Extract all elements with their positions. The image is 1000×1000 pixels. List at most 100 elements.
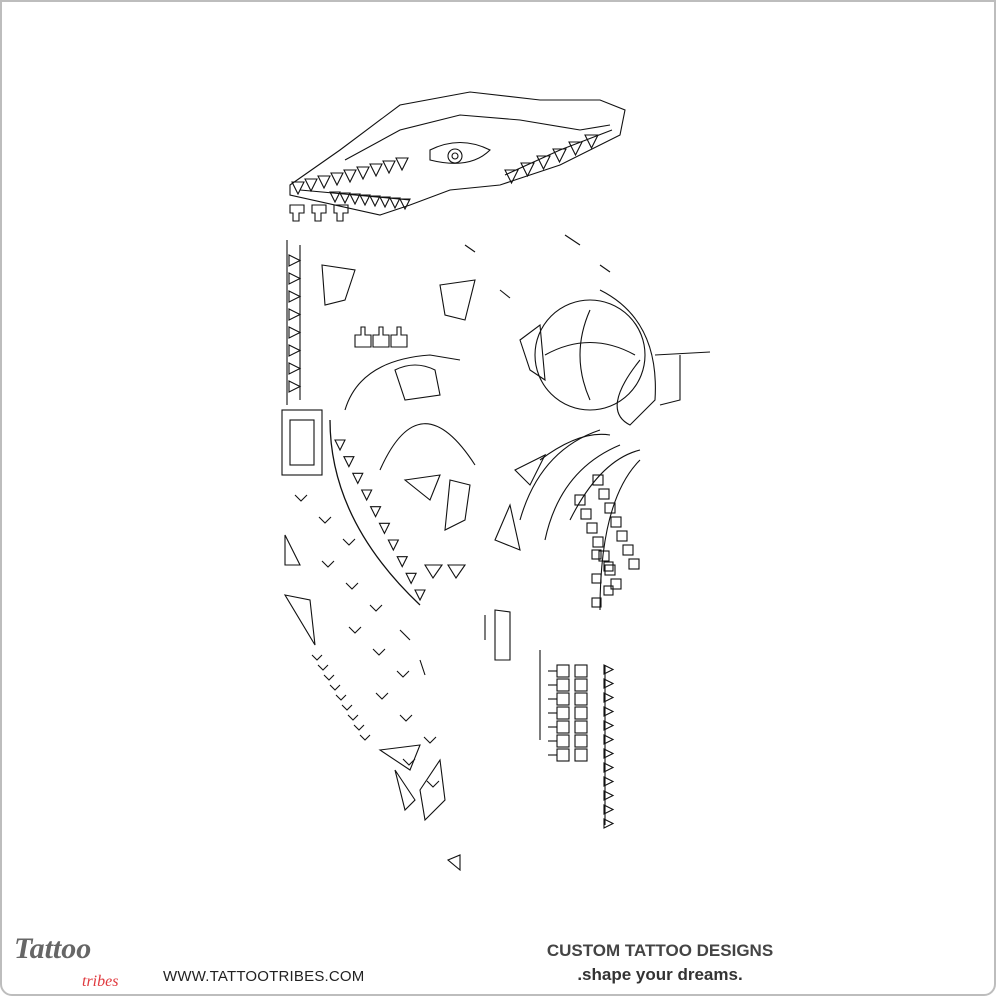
tattoo-motif: [294, 494, 308, 502]
tattoo-motif: [405, 572, 418, 585]
tattoo-motif: [603, 804, 615, 815]
tattoo-motif: [604, 564, 616, 576]
tattoo-motif: [304, 178, 318, 193]
tattoo-motif: [426, 780, 440, 788]
tattoo-motif: [591, 549, 602, 560]
tattoo-motif: [329, 684, 341, 691]
tattoo-motif: [536, 155, 551, 171]
tattoo-motif: [369, 195, 381, 208]
tattoo-motif: [369, 163, 383, 178]
tattoo-motif: [333, 204, 349, 222]
tattoo-motif: [564, 234, 581, 246]
website-link[interactable]: WWW.TATTOOTRIBES.COM: [163, 968, 365, 985]
tattoo-motif: [369, 604, 383, 612]
tattoo-motif: [330, 172, 344, 187]
tattoo-motif: [288, 290, 302, 303]
tattoo-motif: [520, 162, 535, 178]
tattoo-motif: [574, 692, 588, 706]
tattoo-motif: [603, 678, 615, 689]
tattoo-motif: [379, 196, 391, 209]
tattoo-motif: [387, 539, 400, 552]
tattoo-motif: [345, 582, 359, 590]
tattoo-motif: [552, 148, 567, 164]
tattoo-motif: [603, 561, 614, 572]
tattoo-motif: [622, 544, 634, 556]
tattoo-motif: [556, 692, 570, 706]
tattoo-motif: [288, 308, 302, 321]
tattoo-motif: [603, 664, 615, 675]
tattoo-motif: [556, 748, 570, 762]
tattoo-motif: [375, 692, 389, 700]
tattoo-motif: [390, 326, 408, 348]
tattoo-motif: [351, 472, 364, 485]
tattoo-motif: [335, 694, 347, 701]
tattoo-motif: [586, 522, 598, 534]
tattoo-motif: [311, 654, 323, 661]
tattoo-motif: [378, 522, 391, 535]
tattoo-motif: [591, 573, 602, 584]
tattoo-motif: [347, 714, 359, 721]
tattoo-motif: [288, 326, 302, 339]
tattoo-motif: [288, 380, 302, 393]
tattoo-motif: [382, 160, 396, 175]
tattoo-motif: [464, 244, 476, 253]
tattoo-motif: [354, 326, 372, 348]
tattoo-motif: [499, 289, 511, 299]
tattoo-motif: [396, 670, 410, 678]
tattoo-motif: [603, 748, 615, 759]
tattoo-motif: [574, 664, 588, 678]
tattoo-motif: [342, 456, 355, 468]
tattoo-motif: [402, 758, 416, 766]
tattoo-motif: [592, 536, 604, 548]
tattoo-motif: [592, 474, 604, 486]
tattoo-motif: [610, 578, 622, 590]
tattoo-motif: [288, 362, 302, 375]
tattoo-motif: [399, 198, 411, 211]
tattoo-motif: [342, 538, 356, 546]
tattoo-motif: [288, 272, 302, 285]
tattoo-motif: [317, 175, 331, 190]
tattoo-motif: [584, 134, 599, 150]
tattoo-motif: [419, 659, 426, 676]
tattoo-motif: [610, 516, 622, 528]
tattoo-motif: [360, 489, 373, 502]
tattoo-motif: [341, 704, 353, 711]
tattoo-motif: [353, 724, 365, 731]
tattoo-motif: [343, 169, 357, 184]
tattoo-motif: [568, 141, 583, 157]
tattoo-motif: [372, 326, 390, 348]
svg-text:Tattoo: Tattoo: [14, 932, 91, 965]
tattoo-motif: [580, 508, 592, 520]
tattoo-motif: [574, 494, 586, 506]
tattoo-motif: [603, 706, 615, 717]
tattoo-tribes-logo: Tattoo tribes: [14, 932, 118, 990]
tattoo-motif: [349, 193, 361, 206]
tattoo-motif: [395, 157, 409, 172]
tattoo-motif: [323, 674, 335, 681]
tattoo-motif: [359, 734, 371, 741]
tattoo-motif: [291, 181, 305, 196]
tattoo-motif: [399, 714, 413, 722]
tattoo-motif: [399, 629, 411, 641]
tattoo-motif: [556, 720, 570, 734]
tattoo-motif: [423, 736, 437, 744]
tattoo-motif: [288, 344, 302, 357]
tattoo-motif: [288, 254, 302, 267]
tattoo-motif: [556, 664, 570, 678]
tattoo-motif: [356, 166, 370, 181]
tattoo-motif: [396, 556, 409, 568]
tattoo-motif: [414, 589, 426, 602]
tattoo-motif: [311, 204, 327, 222]
slogan: .shape your dreams.: [577, 965, 743, 984]
tattoo-motif: [329, 191, 341, 204]
tattoo-motif: [574, 720, 588, 734]
tattoo-motif: [628, 558, 640, 570]
tattoo-motif: [574, 706, 588, 720]
tattoo-motif: [574, 748, 588, 762]
tattoo-motif: [598, 488, 610, 500]
tattoo-motif: [603, 692, 615, 703]
tattoo-motif: [389, 197, 401, 210]
tattoo-motif: [603, 720, 615, 731]
